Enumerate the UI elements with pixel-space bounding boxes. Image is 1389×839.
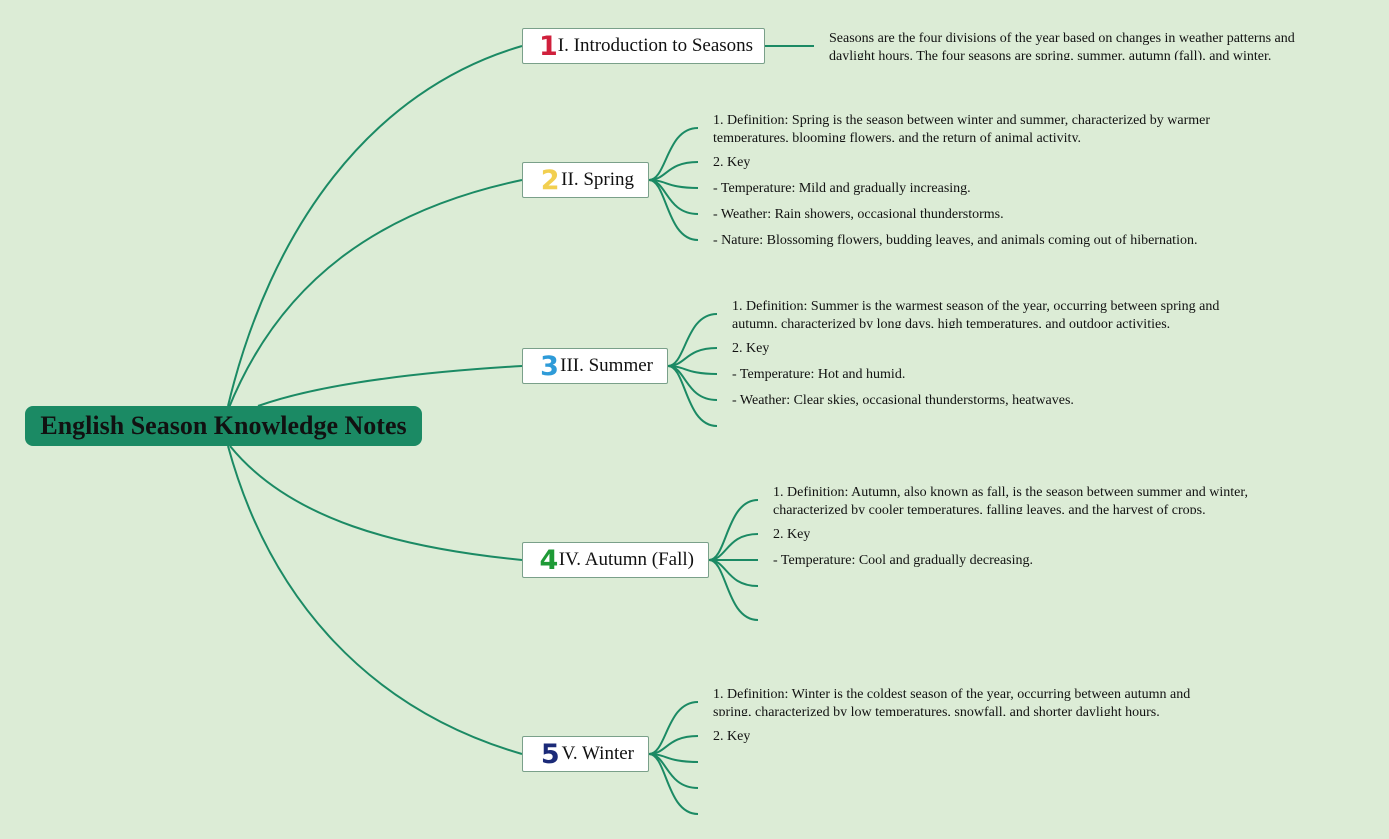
- detail-autumn-definition: 1. Definition: Autumn, also known as fal…: [773, 485, 1248, 514]
- edge-summer-detail-0: [667, 313, 718, 367]
- detail-summer-weather: - Weather: Clear skies, occasional thund…: [732, 393, 1074, 408]
- edge-root-winter: [227, 445, 523, 755]
- number-1-icon: 1: [539, 30, 558, 62]
- detail-summer-temperature: - Temperature: Hot and humid.: [732, 367, 906, 382]
- number-5-icon: 5: [540, 738, 560, 770]
- detail-summer-key: 2. Key: [732, 341, 770, 356]
- detail-spring-nature: - Nature: Blossoming flowers, budding le…: [713, 233, 1198, 248]
- topic-autumn[interactable]: 4 IV. Autumn (Fall): [522, 542, 709, 578]
- detail-spring-temperature: - Temperature: Mild and gradually increa…: [713, 181, 971, 196]
- detail-spring-weather: - Weather: Rain showers, occasional thun…: [713, 207, 1004, 222]
- edge-spring-detail-0: [648, 127, 699, 181]
- detail-summer-definition: 1. Definition: Summer is the warmest sea…: [732, 299, 1220, 328]
- root-title: English Season Knowledge Notes: [40, 411, 407, 440]
- edge-root-introduction: [227, 45, 523, 407]
- edge-summer-detail-4: [667, 365, 718, 427]
- edge-root-autumn: [229, 445, 523, 561]
- detail-winter-key: 2. Key: [713, 729, 751, 744]
- detail-intro-description: Seasons are the four divisions of the ye…: [829, 31, 1295, 60]
- edge-root-spring: [227, 179, 523, 411]
- topic-label: II. Spring: [561, 169, 634, 190]
- edge-winter-detail-4: [648, 753, 699, 815]
- topic-label: I. Introduction to Seasons: [557, 35, 754, 56]
- number-2-icon: 2: [540, 164, 560, 196]
- edge-spring-detail-4: [648, 179, 699, 241]
- detail-winter-definition: 1. Definition: Winter is the coldest sea…: [713, 687, 1191, 716]
- detail-autumn-temperature: - Temperature: Cool and gradually decrea…: [773, 553, 1033, 568]
- number-3-icon: 3: [540, 350, 559, 382]
- topic-label: V. Winter: [561, 743, 634, 764]
- edge-winter-detail-0: [648, 701, 699, 755]
- edge-root-summer: [257, 365, 523, 407]
- number-4-icon: 4: [539, 544, 559, 576]
- detail-spring-key: 2. Key: [713, 155, 751, 170]
- edge-autumn-detail-0: [708, 499, 759, 561]
- topic-spring[interactable]: 2 II. Spring: [522, 162, 649, 198]
- detail-spring-definition: 1. Definition: Spring is the season betw…: [713, 113, 1211, 142]
- topic-label: III. Summer: [560, 355, 653, 376]
- detail-autumn-key: 2. Key: [773, 527, 811, 542]
- root-topic[interactable]: English Season Knowledge Notes: [25, 406, 422, 446]
- topic-introduction[interactable]: 1 I. Introduction to Seasons: [522, 28, 765, 64]
- topic-summer[interactable]: 3 III. Summer: [522, 348, 668, 384]
- topic-label: IV. Autumn (Fall): [558, 549, 694, 570]
- topic-winter[interactable]: 5 V. Winter: [522, 736, 649, 772]
- edge-autumn-detail-4: [708, 559, 759, 621]
